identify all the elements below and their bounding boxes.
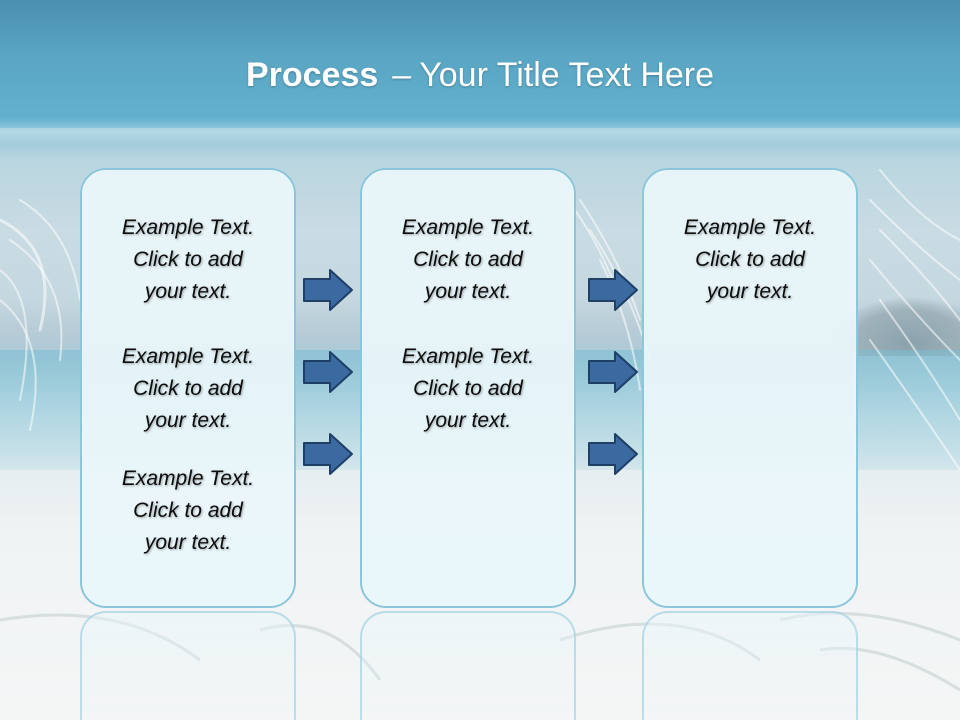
text-placeholder[interactable]: Example Text. Click to add your text. bbox=[82, 463, 294, 559]
title-separator: – bbox=[392, 56, 412, 94]
title-rest-part: Your Title Text Here bbox=[419, 56, 715, 94]
text-line: your text. bbox=[144, 531, 232, 554]
panel-reflection bbox=[80, 611, 296, 720]
right-arrow-icon bbox=[588, 433, 638, 475]
title-bold-part: Process bbox=[245, 56, 379, 94]
text-line: Example Text. bbox=[401, 216, 535, 239]
text-placeholder[interactable]: Example Text. Click to add your text. bbox=[362, 341, 574, 437]
text-line: Example Text. bbox=[683, 216, 817, 239]
right-arrow-icon bbox=[588, 269, 638, 311]
text-placeholder[interactable]: Example Text. Click to add your text. bbox=[362, 212, 574, 308]
text-line: Example Text. bbox=[121, 345, 255, 368]
panel-reflection bbox=[360, 611, 576, 720]
right-arrow-icon bbox=[588, 351, 638, 393]
panel-reflection bbox=[642, 611, 858, 720]
text-line: your text. bbox=[144, 280, 232, 303]
text-line: your text. bbox=[706, 280, 794, 303]
right-arrow-icon bbox=[303, 269, 353, 311]
process-step-panel-3[interactable]: Example Text. Click to add your text. bbox=[642, 168, 858, 608]
horizon-glow bbox=[0, 118, 960, 144]
text-placeholder[interactable]: Example Text. Click to add your text. bbox=[644, 212, 856, 308]
process-step-panel-2[interactable]: Example Text. Click to add your text. Ex… bbox=[360, 168, 576, 608]
text-line: Click to add bbox=[133, 248, 243, 271]
text-line: Click to add bbox=[413, 248, 523, 271]
title-band bbox=[0, 0, 960, 128]
slide-title[interactable]: Process–Your Title Text Here bbox=[0, 50, 960, 100]
text-line: Example Text. bbox=[401, 345, 535, 368]
text-line: Click to add bbox=[133, 377, 243, 400]
text-line: your text. bbox=[424, 409, 512, 432]
text-placeholder[interactable]: Example Text. Click to add your text. bbox=[82, 341, 294, 437]
text-line: Example Text. bbox=[121, 467, 255, 490]
text-line: your text. bbox=[424, 280, 512, 303]
process-step-panel-1[interactable]: Example Text. Click to add your text. Ex… bbox=[80, 168, 296, 608]
text-line: Example Text. bbox=[121, 216, 255, 239]
right-arrow-icon bbox=[303, 433, 353, 475]
text-line: Click to add bbox=[133, 499, 243, 522]
text-line: Click to add bbox=[413, 377, 523, 400]
text-line: Click to add bbox=[695, 248, 805, 271]
text-placeholder[interactable]: Example Text. Click to add your text. bbox=[82, 212, 294, 308]
right-arrow-icon bbox=[303, 351, 353, 393]
text-line: your text. bbox=[144, 409, 232, 432]
